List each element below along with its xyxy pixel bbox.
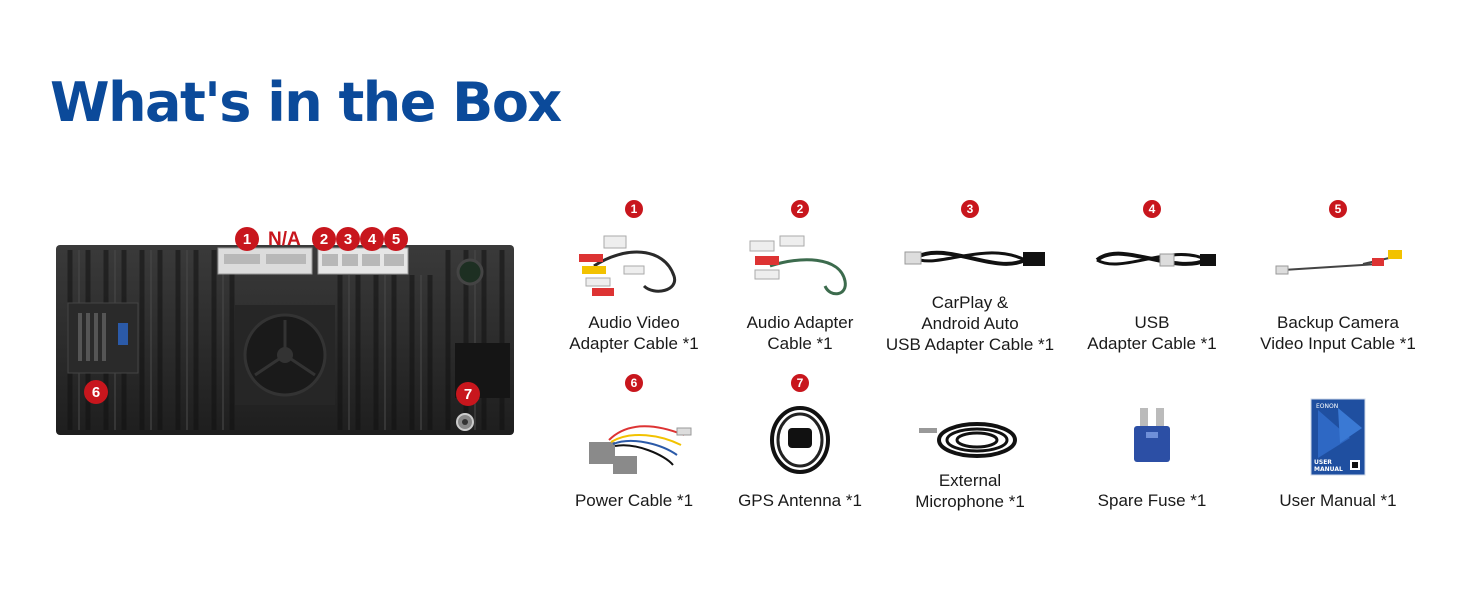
camera-cable-icon xyxy=(1275,250,1402,275)
usb-cable-icon xyxy=(1095,251,1216,267)
item-number-badge: 5 xyxy=(1329,200,1347,218)
audio-cable-icon xyxy=(749,235,847,296)
item-number-badge: 7 xyxy=(791,374,809,392)
manual-title-line2: MANUAL xyxy=(1314,466,1343,473)
manual-brand: EONON xyxy=(1316,403,1338,410)
port-badge-2: 2 xyxy=(312,227,336,251)
item-label: External Microphone *1 xyxy=(915,471,1025,511)
port-badge-5: 5 xyxy=(384,227,408,251)
microphone-icon xyxy=(919,422,1017,458)
port-badge-3: 3 xyxy=(336,227,360,251)
gps-antenna-icon xyxy=(770,406,830,474)
head-unit-rear-panel: 1 N/A 2 3 4 5 6 7 xyxy=(50,225,520,440)
item-label: Backup Camera Video Input Cable *1 xyxy=(1260,313,1416,353)
item-label: User Manual *1 xyxy=(1279,491,1397,510)
power-cable-icon xyxy=(589,425,692,474)
fuse-icon xyxy=(1134,408,1170,462)
port-badge-1: 1 xyxy=(235,227,259,251)
item-number-badge: 2 xyxy=(791,200,809,218)
item-label: GPS Antenna *1 xyxy=(738,491,862,510)
usb-adapter-cable-icon xyxy=(904,250,1045,266)
item-label: Spare Fuse *1 xyxy=(1097,491,1207,510)
manual-title-line1: USER xyxy=(1314,459,1332,466)
item-number-badge: 6 xyxy=(625,374,643,392)
head-unit-image xyxy=(56,245,514,435)
item-number-badge: 4 xyxy=(1143,200,1161,218)
item-label: CarPlay & Android Auto USB Adapter Cable… xyxy=(885,293,1055,354)
av-cable-icon xyxy=(579,235,677,296)
manual-icon: EONON USER MANUAL xyxy=(1310,398,1366,476)
na-label: N/A xyxy=(268,229,301,250)
item-number-badge: 3 xyxy=(961,200,979,218)
port-badge-4: 4 xyxy=(360,227,384,251)
port-badge-6: 6 xyxy=(84,380,108,404)
page-title: What's in the Box xyxy=(50,71,562,134)
item-label: Power Cable *1 xyxy=(574,491,694,510)
item-label: Audio Video Adapter Cable *1 xyxy=(569,313,699,353)
item-number-badge: 1 xyxy=(625,200,643,218)
item-label: USB Adapter Cable *1 xyxy=(1087,313,1217,353)
item-label: Audio Adapter Cable *1 xyxy=(746,313,854,353)
port-badge-7: 7 xyxy=(456,382,480,406)
